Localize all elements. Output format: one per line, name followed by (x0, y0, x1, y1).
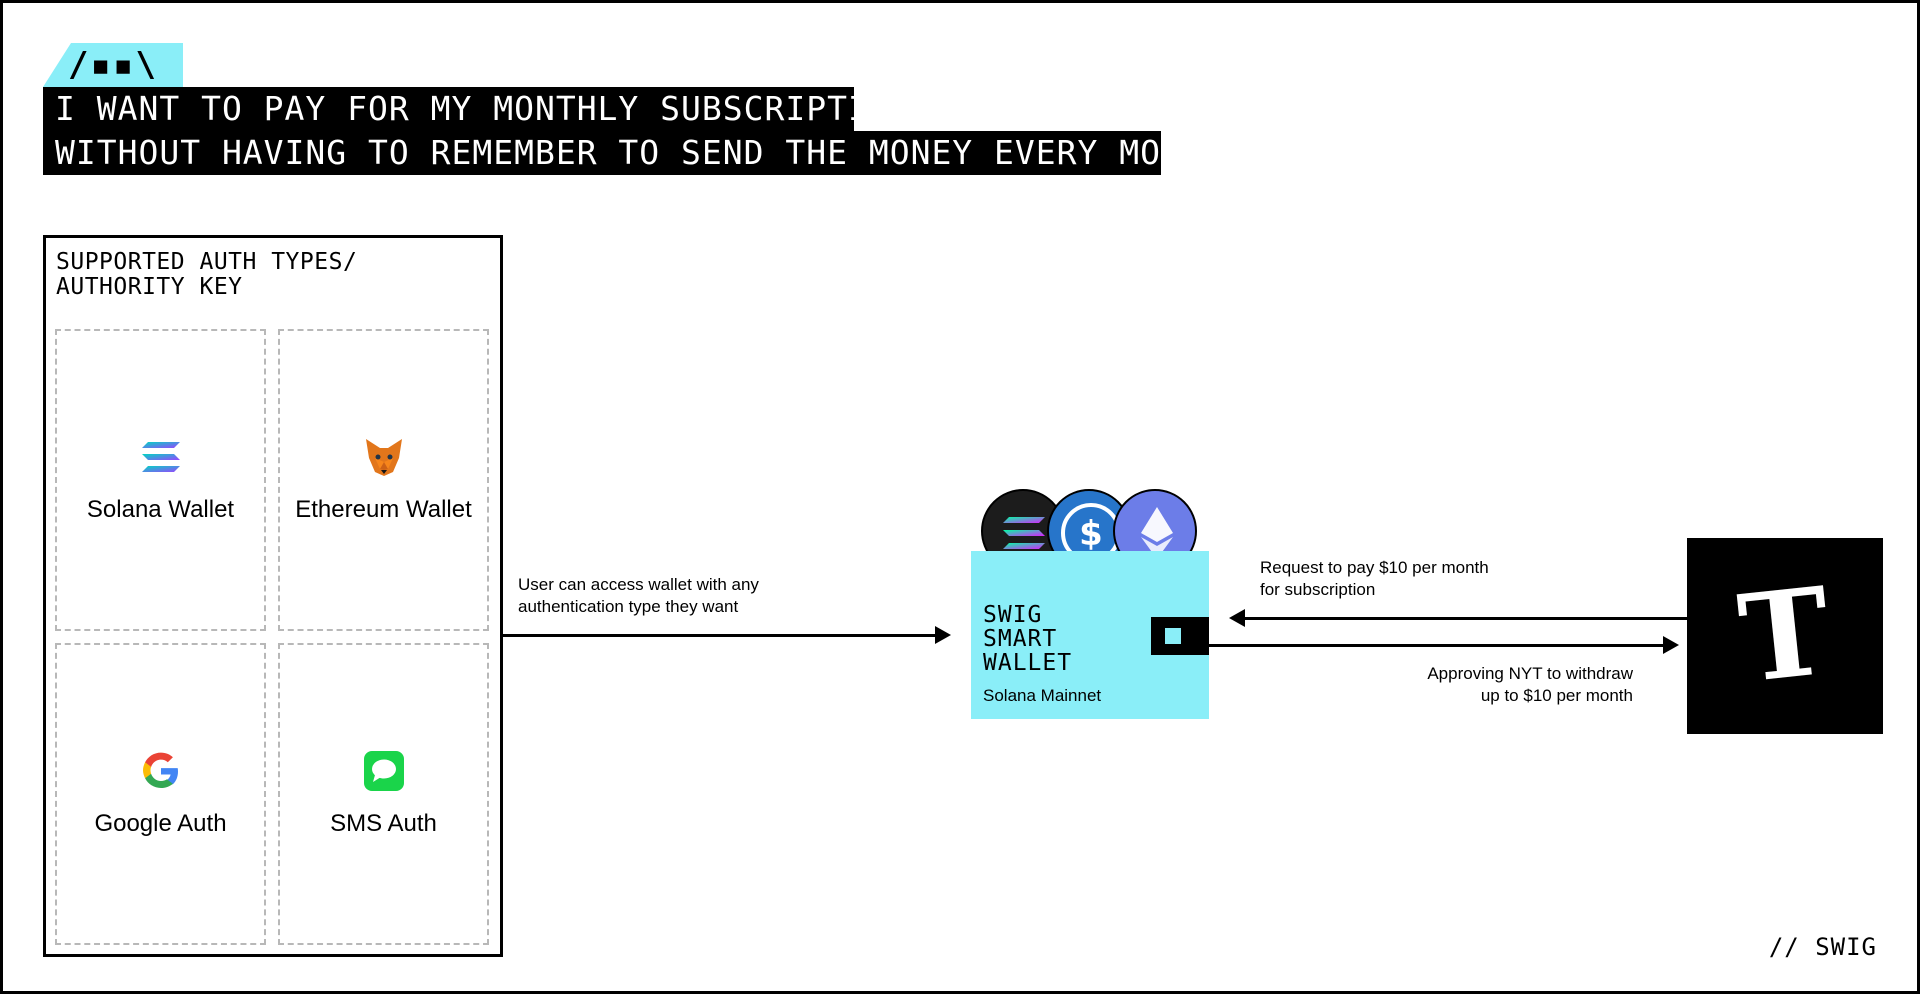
connector-nyt-to-wallet (1243, 617, 1687, 620)
request-note: Request to pay $10 per month for subscri… (1260, 558, 1489, 599)
message-bubble-icon (363, 751, 404, 791)
nyt-logo: T (1687, 538, 1883, 734)
connector-auth-to-wallet (503, 634, 937, 637)
footer-brand: // SWIG (1768, 933, 1877, 961)
approve-note: Approving NYT to withdraw up to $10 per … (1427, 664, 1633, 705)
auth-option-label: Ethereum Wallet (295, 496, 472, 523)
wallet-clasp-icon (1151, 617, 1209, 655)
arrowhead-left-icon (1229, 609, 1245, 627)
access-note: User can access wallet with any authenti… (518, 575, 759, 616)
auth-option-label: SMS Auth (330, 810, 437, 837)
svg-text:$: $ (1079, 514, 1103, 554)
connector-wallet-to-nyt (1209, 644, 1665, 647)
auth-option-google: Google Auth (55, 643, 266, 945)
solana-icon (141, 442, 180, 472)
nyt-glyph: T (1733, 560, 1837, 711)
auth-option-label: Google Auth (94, 810, 227, 837)
auth-option-label: Solana Wallet (86, 496, 235, 523)
headline-line-1: I WANT TO PAY FOR MY MONTHLY SUBSCRIPTIO… (43, 87, 910, 131)
auth-panel-title: SUPPORTED AUTH TYPES/ AUTHORITY KEY (56, 249, 358, 300)
metamask-fox-icon (365, 439, 402, 476)
headline-line-2: WITHOUT HAVING TO REMEMBER TO SEND THE M… (43, 131, 1243, 175)
auth-option-sms: SMS Auth (278, 643, 489, 945)
auth-option-ethereum: Ethereum Wallet (278, 329, 489, 631)
auth-option-solana: Solana Wallet (55, 329, 266, 631)
wallet-title: SWIG SMART WALLET (983, 602, 1073, 676)
arrowhead-right-icon (1663, 636, 1679, 654)
auth-types-panel: SUPPORTED AUTH TYPES/ AUTHORITY KEY Sola… (43, 235, 503, 957)
google-icon (142, 752, 178, 788)
header-tag: /▪▪\ (43, 43, 183, 87)
wallet-network: Solana Mainnet (983, 686, 1102, 705)
arrowhead-right-icon (935, 626, 951, 644)
